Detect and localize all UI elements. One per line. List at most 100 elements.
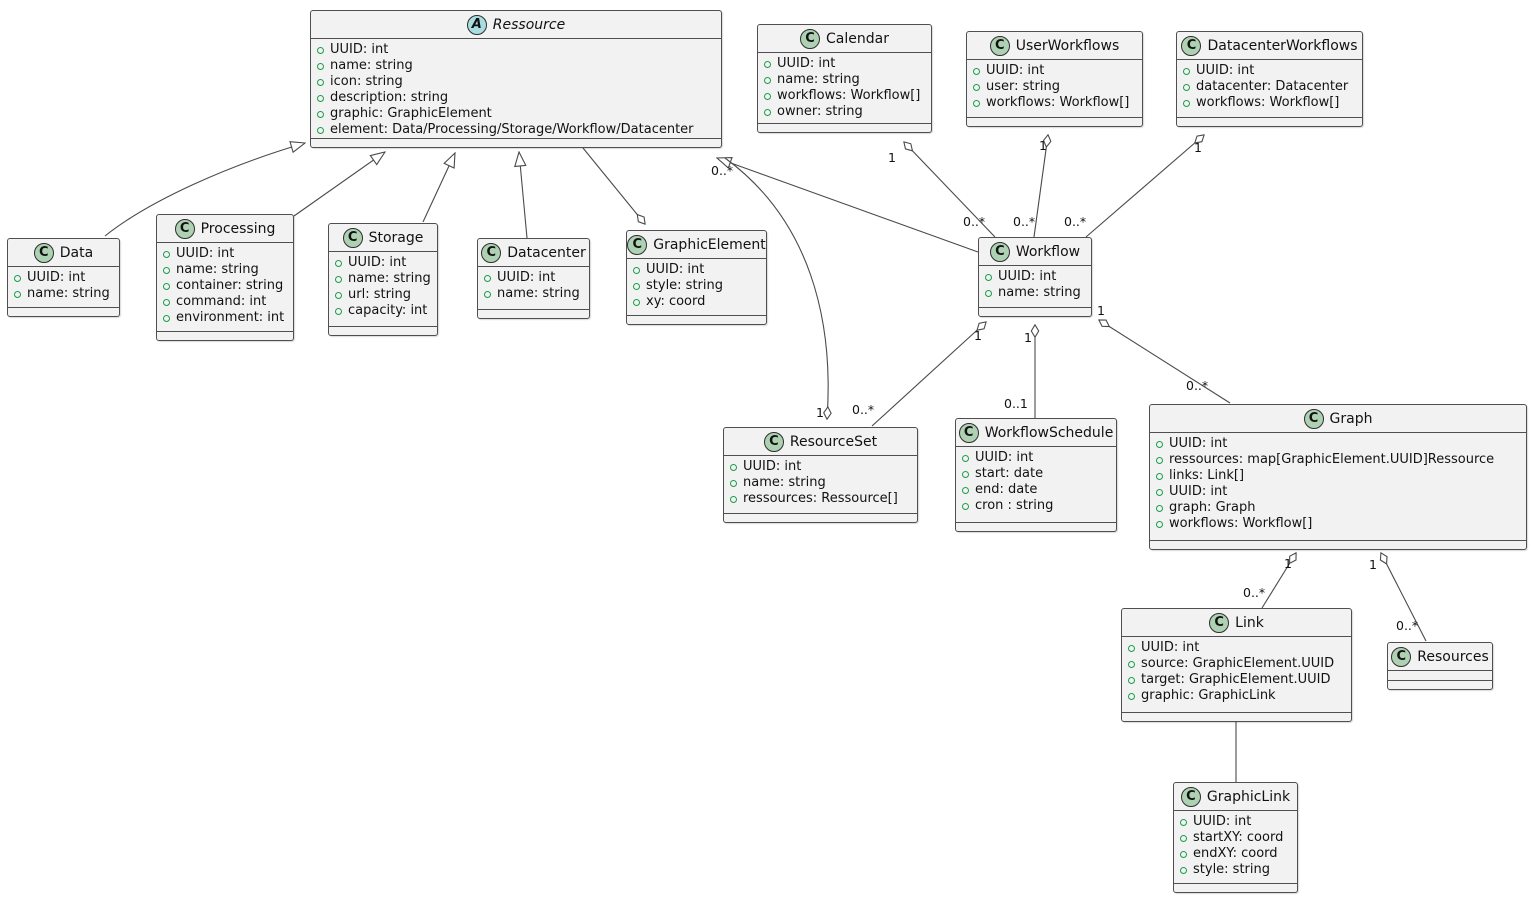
field-visibility-icon (962, 486, 969, 494)
field-visibility-icon (962, 470, 969, 478)
multiplicity-label: 0..* (852, 402, 875, 417)
attribute-text: icon: string (330, 74, 403, 89)
field-visibility-icon (985, 289, 992, 297)
class-icon: C (627, 234, 648, 255)
class-attribute: target: GraphicElement.UUID (1128, 672, 1345, 688)
class-title: C ResourceSet (724, 428, 917, 456)
class-attribute: element: Data/Processing/Storage/Workflo… (317, 122, 715, 138)
class-attribute: graphic: GraphicElement (317, 106, 715, 122)
field-visibility-icon (633, 282, 640, 290)
field-visibility-icon (1128, 692, 1135, 700)
class-methods-compartment (1388, 680, 1492, 689)
class-attribute: environment: int (163, 310, 287, 326)
edge-datacenterworkflows-workflows-aggregation (1085, 135, 1204, 238)
attribute-text: UUID: int (646, 262, 705, 277)
field-visibility-icon (163, 298, 170, 306)
class-attribute: UUID: int (962, 450, 1110, 466)
attribute-text: UUID: int (1169, 436, 1228, 451)
attribute-text: links: Link[] (1169, 468, 1245, 483)
multiplicity-label: 1 (1369, 557, 1377, 572)
class-icon: C (763, 431, 784, 452)
field-visibility-icon (973, 67, 980, 75)
class-attribute: workflows: Workflow[] (1183, 95, 1356, 111)
class-attribute: name: string (14, 286, 113, 302)
field-visibility-icon (1156, 520, 1163, 528)
class-icon: C (1180, 786, 1201, 807)
class-attribute: graph: Graph (1156, 500, 1520, 516)
class-title: C Workflow (979, 238, 1091, 266)
class-methods-compartment (967, 117, 1142, 126)
class-attribute: UUID: int (484, 270, 583, 286)
field-visibility-icon (14, 290, 21, 298)
attribute-text: name: string (348, 271, 431, 286)
attribute-text: workflows: Workflow[] (986, 95, 1130, 110)
class-icon: C (989, 241, 1010, 262)
class-attribute: capacity: int (335, 303, 431, 319)
attribute-text: user: string (986, 79, 1060, 94)
class-attributes (1388, 671, 1492, 680)
class-methods-compartment (311, 138, 721, 147)
field-visibility-icon (163, 282, 170, 290)
field-visibility-icon (1156, 456, 1163, 464)
field-visibility-icon (962, 502, 969, 510)
multiplicity-label: 0..* (1064, 214, 1087, 229)
field-visibility-icon (1128, 660, 1135, 668)
class-icon: C (1181, 35, 1202, 56)
class-methods-compartment (758, 123, 931, 132)
class-attribute: name: string (730, 475, 911, 491)
class-title: C Processing (157, 215, 293, 243)
class-methods-compartment (1174, 883, 1297, 892)
class-methods-compartment (157, 331, 293, 340)
class-icon: C (989, 35, 1010, 56)
multiplicity-label: 0..* (711, 163, 734, 178)
field-visibility-icon (335, 275, 342, 283)
multiplicity-label: 1 (816, 405, 824, 420)
class-name: Ressource (492, 16, 566, 33)
field-visibility-icon (317, 110, 324, 118)
attribute-text: name: string (743, 475, 826, 490)
attribute-text: UUID: int (777, 56, 836, 71)
class-attribute: graphic: GraphicLink (1128, 688, 1345, 704)
attribute-text: command: int (176, 294, 267, 309)
class-icon: C (800, 28, 821, 49)
class-attribute: source: GraphicElement.UUID (1128, 656, 1345, 672)
attribute-text: datacenter: Datacenter (1196, 79, 1349, 94)
field-visibility-icon (973, 99, 980, 107)
attribute-text: end: date (975, 482, 1038, 497)
field-visibility-icon (317, 78, 324, 86)
edge-ressource-graphicelement-aggregation (582, 147, 645, 224)
class-title: A Ressource (311, 11, 721, 39)
class-name: ResourceSet (789, 433, 878, 450)
field-visibility-icon (335, 291, 342, 299)
field-visibility-icon (317, 46, 324, 54)
class-attribute: UUID: int (163, 246, 287, 262)
class-attribute: UUID: int (1128, 640, 1345, 656)
field-visibility-icon (1128, 644, 1135, 652)
class-title: C UserWorkflows (967, 32, 1142, 60)
attribute-text: container: string (176, 278, 284, 293)
class-attribute: owner: string (764, 104, 925, 120)
class-attribute: UUID: int (730, 459, 911, 475)
edge-datacenter-inherits-ressource (519, 152, 528, 239)
multiplicity-label: 1 (1024, 330, 1032, 345)
class-attribute: endXY: coord (1180, 846, 1291, 862)
attribute-text: environment: int (176, 310, 285, 325)
edge-workflow-resourceset-aggregation (871, 322, 986, 427)
attribute-text: element: Data/Processing/Storage/Workflo… (330, 122, 694, 137)
class-icon: C (1209, 612, 1230, 633)
attribute-text: UUID: int (1196, 63, 1255, 78)
attribute-text: name: string (27, 286, 110, 301)
field-visibility-icon (317, 62, 324, 70)
field-visibility-icon (1156, 472, 1163, 480)
attribute-text: name: string (998, 285, 1081, 300)
class-icon: C (958, 422, 979, 443)
class-attribute: UUID: int (317, 42, 715, 58)
